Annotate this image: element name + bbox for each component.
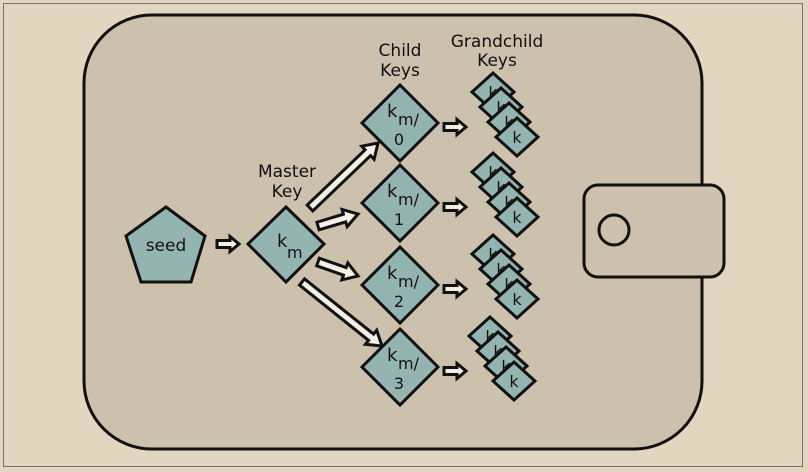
grandchild-key-label: k [504, 193, 514, 212]
grandchild-key-label: k [501, 357, 511, 376]
arrow-master-child-2 [314, 256, 361, 283]
grandchild-key-label: k [496, 178, 506, 197]
child-key-sub-2: m/ [398, 272, 420, 291]
grandchild-key-label: k [504, 275, 514, 294]
master-key-diamond [245, 204, 327, 285]
child-key-diamond-2 [359, 244, 441, 326]
master-key-sub: m [287, 243, 303, 262]
child-key-base-2: k [387, 263, 398, 284]
child-keys-label-2: Keys [380, 61, 420, 81]
grandchild-key-diamond [490, 359, 538, 403]
arrow-child-grandchild-3 [442, 360, 469, 382]
child-keys-label-1: Child [379, 41, 422, 61]
child-key-sub-1: m/ [398, 190, 420, 209]
grandchild-key-label: k [485, 327, 495, 346]
child-key-diamond-3 [359, 326, 441, 408]
seed-pentagon [124, 205, 207, 284]
grandchild-key-label: k [512, 290, 522, 309]
wallet-clasp [582, 183, 726, 279]
grandchild-key-label: k [488, 83, 498, 102]
master-key-label-1: Master [258, 162, 316, 182]
master-key-label-2: Key [272, 182, 303, 202]
seed-label: seed [146, 236, 187, 256]
child-key-diamond-1 [359, 162, 441, 244]
grandchild-key-label: k [512, 208, 522, 227]
child-key-index-0: 0 [394, 130, 404, 149]
grandchild-key-label: k [504, 113, 514, 132]
seed-to-master-arrow [215, 233, 242, 255]
child-key-index-1: 1 [394, 210, 404, 229]
grandchild-key-label: k [488, 163, 498, 182]
circle-button-icon [597, 213, 631, 247]
grandchild-key-label: k [512, 128, 522, 147]
grandchild-key-diamond [493, 277, 541, 321]
grandchild-key-label: k [496, 98, 506, 117]
child-key-sub-0: m/ [398, 110, 420, 129]
child-key-base-1: k [387, 181, 398, 202]
diagram-frame [3, 3, 803, 467]
child-key-base-0: k [387, 101, 398, 122]
arrow-master-child-3 [297, 276, 385, 348]
child-key-diamond-0 [359, 82, 441, 164]
arrow-child-grandchild-1 [442, 196, 469, 218]
child-key-index-3: 3 [394, 374, 404, 393]
arrow-master-child-1 [315, 207, 361, 232]
master-key-label: k [277, 231, 288, 252]
master-key-base: k [277, 231, 288, 252]
grandchild-keys-label-1: Grandchild [451, 32, 544, 52]
child-key-base-3: k [387, 345, 398, 366]
grandchild-key-label: k [509, 372, 519, 391]
grandchild-key-diamond [493, 195, 541, 239]
arrow-child-grandchild-0 [442, 116, 469, 138]
child-key-sub-3: m/ [398, 354, 420, 373]
arrow-seed-master [215, 233, 242, 255]
grandchild-key-label: k [493, 342, 503, 361]
arrow-master-child-0 [305, 141, 381, 214]
grandchild-key-label: k [488, 245, 498, 264]
child-key-index-2: 2 [394, 292, 404, 311]
grandchild-key-label: k [496, 260, 506, 279]
grandchild-key-diamond [493, 115, 541, 159]
grandchild-keys-label-2: Keys [477, 51, 517, 71]
arrow-child-grandchild-2 [442, 278, 469, 300]
